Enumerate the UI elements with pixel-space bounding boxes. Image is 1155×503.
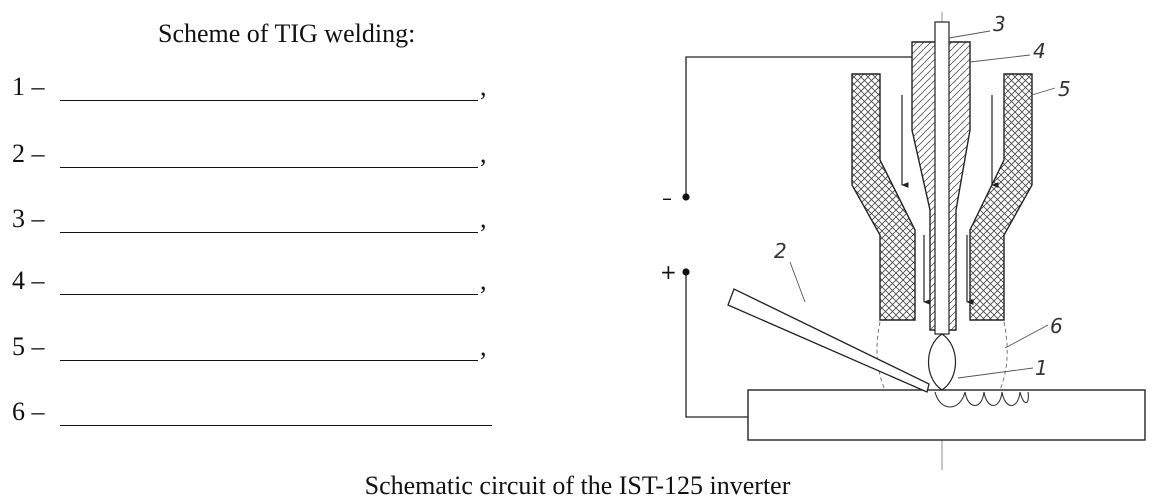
answer-blank[interactable] (60, 360, 478, 361)
answer-blank[interactable] (60, 167, 478, 168)
plus-sign: + (660, 260, 677, 284)
answer-blank[interactable] (60, 425, 492, 426)
answer-row-1: 1 – , (12, 70, 487, 104)
positive-terminal (682, 268, 690, 276)
answer-row-4: 4 – , (12, 264, 487, 298)
negative-terminal (682, 193, 690, 201)
minus-sign: – (662, 186, 672, 210)
gas-shield (876, 321, 886, 391)
negative-wire (685, 56, 912, 197)
item-number: 4 – (12, 266, 45, 295)
diagram-caption: Schematic circuit of the IST-125 inverte… (364, 471, 791, 500)
page-title: Scheme of TIG welding: (158, 19, 416, 48)
tungsten-electrode (934, 21, 950, 335)
item-number: 1 – (12, 72, 45, 101)
workpiece (747, 389, 1146, 441)
answer-row-3: 3 – , (12, 202, 487, 236)
item-suffix: , (480, 72, 487, 101)
item-number: 5 – (12, 332, 45, 361)
answer-row-5: 5 – , (12, 330, 487, 364)
item-suffix: , (480, 332, 487, 361)
item-suffix: , (480, 266, 487, 295)
welding-arc (928, 333, 956, 391)
callout-2: 2 (774, 239, 787, 263)
callout-1: 1 (1035, 356, 1048, 380)
answer-blank[interactable] (60, 100, 478, 101)
item-number: 3 – (12, 204, 45, 233)
callout-4: 4 (1033, 39, 1046, 63)
answer-row-2: 2 – , (12, 137, 487, 171)
leader-lines (789, 30, 1056, 379)
item-number: 2 – (12, 139, 45, 168)
weld-bead (934, 391, 1029, 408)
item-number: 6 – (12, 397, 45, 426)
filler-rod (727, 288, 930, 393)
callout-3: 3 (993, 12, 1006, 36)
item-suffix: , (480, 139, 487, 168)
item-suffix: , (480, 204, 487, 233)
positive-wire (685, 272, 748, 418)
answer-blank[interactable] (60, 232, 478, 233)
gas-shield (999, 321, 1008, 391)
callout-5: 5 (1058, 77, 1071, 101)
callout-6: 6 (1050, 314, 1063, 338)
answer-blank[interactable] (60, 294, 478, 295)
answer-row-6: 6 – (12, 395, 492, 429)
